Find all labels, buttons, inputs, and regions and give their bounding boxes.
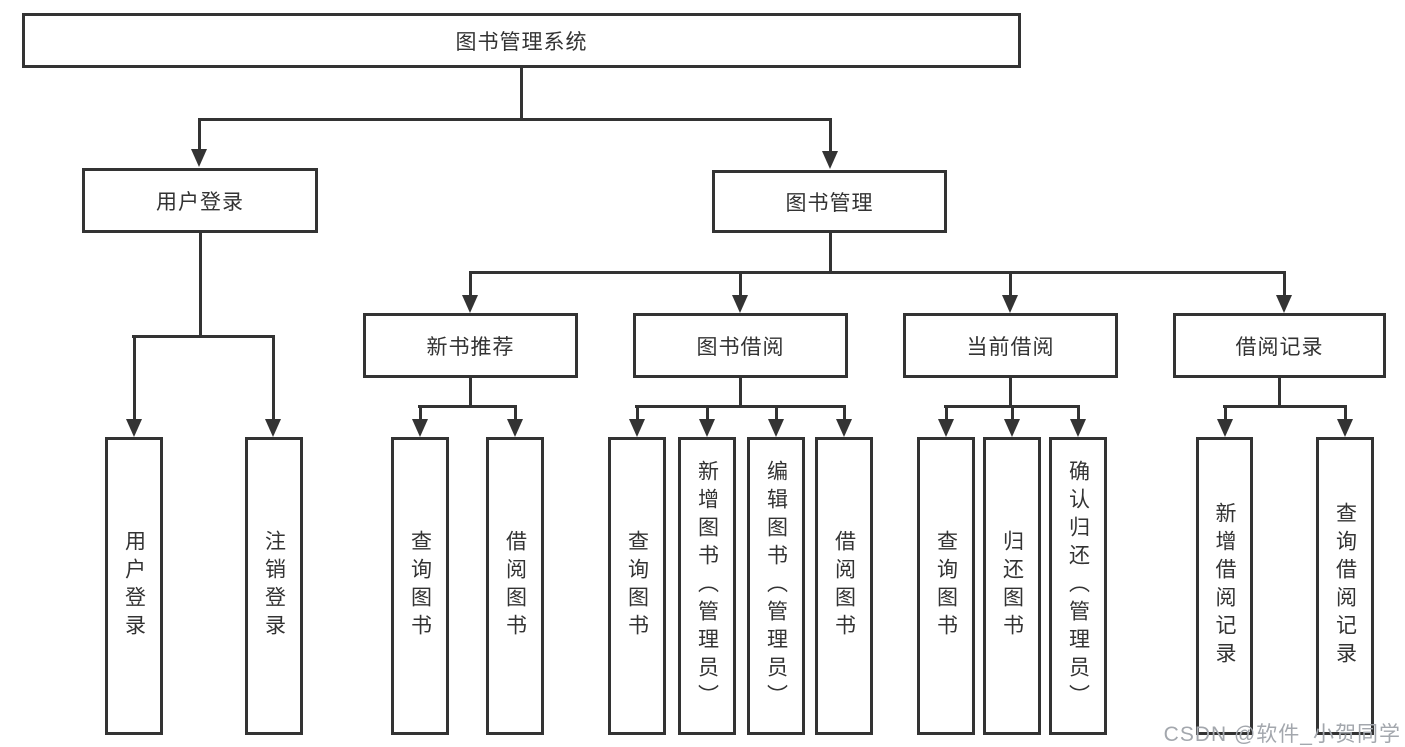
- node-label: 图书管理: [785, 191, 874, 215]
- leaf-user-login: 用户登录: [105, 437, 163, 735]
- node-label: 查询图书: [625, 530, 649, 642]
- connector-arrow-to-leaf-user-login: [132, 335, 136, 419]
- connector-root-split: [198, 118, 832, 121]
- leaf-edit-books-admin: 编辑图书（管理员）: [747, 437, 805, 735]
- node-label: 查询借阅记录: [1333, 502, 1357, 670]
- leaf-add-borrow-record: 新增借阅记录: [1196, 437, 1253, 735]
- connector-login-trunk: [199, 233, 202, 338]
- connector-recommend-trunk: [469, 378, 472, 408]
- leaf-query-books-recommend: 查询图书: [391, 437, 449, 735]
- node-book-borrowing: 图书借阅: [633, 313, 848, 378]
- connector-arrow-records-query: [1343, 405, 1347, 419]
- node-label: 借阅记录: [1235, 335, 1324, 359]
- node-user-login: 用户登录: [82, 168, 318, 233]
- connector-borrowing-trunk: [739, 378, 742, 408]
- connector-arrow-borrowing-edit: [774, 405, 778, 419]
- node-label: 图书管理系统: [455, 30, 588, 54]
- leaf-query-books-current: 查询图书: [917, 437, 975, 735]
- leaf-query-books-borrow: 查询图书: [608, 437, 666, 735]
- node-label: 用户登录: [122, 530, 146, 642]
- connector-records-split: [1223, 405, 1347, 408]
- connector-current-trunk: [1009, 378, 1012, 408]
- connector-arrow-to-leaf-logout: [271, 335, 275, 419]
- connector-records-trunk: [1278, 378, 1281, 408]
- node-label: 归还图书: [1000, 530, 1024, 642]
- node-label: 图书借阅: [696, 335, 785, 359]
- node-label: 借阅图书: [832, 530, 856, 642]
- connector-arrow-to-new-book-recommendation: [468, 271, 472, 295]
- node-label: 新书推荐: [426, 335, 515, 359]
- node-book-management: 图书管理: [712, 170, 947, 233]
- connector-arrow-borrowing-borrow: [842, 405, 846, 419]
- node-label: 当前借阅: [966, 335, 1055, 359]
- connector-arrow-current-query: [944, 405, 948, 419]
- connector-management-trunk: [829, 233, 832, 274]
- leaf-add-books-admin: 新增图书（管理员）: [678, 437, 736, 735]
- connector-arrow-current-confirm: [1076, 405, 1080, 419]
- leaf-return-books: 归还图书: [983, 437, 1041, 735]
- node-current-borrowing: 当前借阅: [903, 313, 1118, 378]
- leaf-borrow-books: 借阅图书: [815, 437, 873, 735]
- connector-login-split: [132, 335, 275, 338]
- node-label: 新增借阅记录: [1213, 502, 1236, 670]
- connector-arrow-borrowing-add: [705, 405, 709, 419]
- node-new-book-recommendation: 新书推荐: [363, 313, 578, 378]
- connector-arrow-recommend-borrow: [513, 405, 517, 419]
- leaf-logout: 注销登录: [245, 437, 303, 735]
- connector-arrow-to-book-borrowing: [738, 271, 742, 295]
- connector-management-split: [469, 271, 1286, 274]
- leaf-query-borrow-record: 查询借阅记录: [1316, 437, 1374, 735]
- connector-root-trunk: [520, 68, 523, 121]
- connector-arrow-records-add: [1223, 405, 1227, 419]
- leaf-confirm-return-admin: 确认归还（管理员）: [1049, 437, 1107, 735]
- connector-borrowing-split: [635, 405, 845, 408]
- connector-recommend-split: [418, 405, 517, 408]
- node-library-management-system: 图书管理系统: [22, 13, 1021, 68]
- connector-arrow-borrowing-query: [635, 405, 639, 419]
- node-label: 注销登录: [262, 530, 286, 642]
- connector-arrow-to-user-login: [197, 119, 201, 149]
- node-label: 用户登录: [156, 190, 244, 214]
- node-label: 查询图书: [408, 530, 432, 642]
- connector-arrow-current-return: [1010, 405, 1014, 419]
- node-label: 新增图书（管理员）: [695, 460, 719, 712]
- node-label: 借阅图书: [503, 530, 527, 642]
- node-label: 确认归还（管理员）: [1066, 460, 1090, 712]
- connector-arrow-to-current-borrowing: [1008, 271, 1012, 295]
- csdn-watermark: CSDN @软件_小贺同学: [1163, 723, 1401, 746]
- node-label: 查询图书: [934, 530, 958, 642]
- leaf-borrow-books-recommend: 借阅图书: [486, 437, 544, 735]
- connector-arrow-recommend-query: [418, 405, 422, 419]
- node-label: 编辑图书（管理员）: [764, 460, 788, 712]
- node-borrowing-records: 借阅记录: [1173, 313, 1386, 378]
- connector-arrow-to-borrowing-records: [1282, 271, 1286, 295]
- connector-arrow-to-book-management: [828, 119, 832, 151]
